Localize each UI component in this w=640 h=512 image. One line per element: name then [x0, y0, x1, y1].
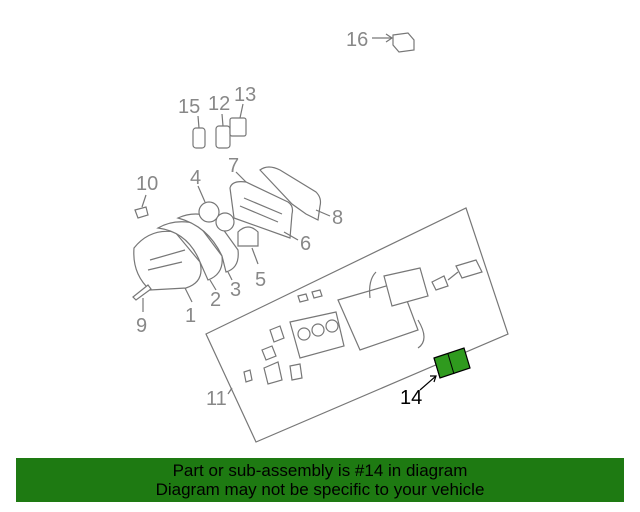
callout-10: 10: [136, 173, 158, 195]
part-4-gauge: [197, 185, 235, 232]
callout-14: 14: [400, 387, 422, 409]
part-1-cluster-lens: [133, 230, 202, 303]
callout-12: 12: [208, 93, 230, 115]
callout-9: 9: [136, 315, 147, 337]
part-14-highlighted: [419, 347, 471, 391]
parts-diagram: 16 15 12 13 10 1 2 3 4: [132, 29, 509, 443]
part-10: [134, 194, 149, 219]
callout-1: 1: [185, 305, 196, 327]
callout-4: 4: [190, 167, 201, 189]
part-12: [215, 113, 231, 149]
callout-15: 15: [178, 96, 200, 118]
callout-13: 13: [234, 84, 256, 106]
callout-3: 3: [230, 279, 241, 301]
callout-6: 6: [300, 233, 311, 255]
info-banner: Part or sub-assembly is #14 in diagram D…: [16, 458, 624, 502]
banner-line-2: Diagram may not be specific to your vehi…: [155, 480, 485, 499]
part-9: [132, 284, 152, 312]
callout-7: 7: [228, 155, 239, 177]
part-3-panel: [176, 213, 239, 281]
part-6-leader: [283, 231, 299, 241]
part-8-case: [259, 166, 331, 221]
callout-11: 11: [206, 388, 227, 410]
part-16: [372, 32, 415, 53]
part-7-circuit-board: [229, 171, 294, 239]
callout-8: 8: [332, 207, 343, 229]
callout-2: 2: [210, 289, 221, 311]
part-5-gauge: [237, 226, 259, 265]
part-11-control-assembly: [205, 207, 509, 443]
callout-5: 5: [255, 269, 266, 291]
callout-16: 16: [346, 29, 368, 51]
banner-line-1: Part or sub-assembly is #14 in diagram: [172, 461, 468, 480]
part-2-bezel: [156, 221, 223, 291]
part-15: [192, 115, 206, 149]
part-13: [229, 103, 247, 137]
